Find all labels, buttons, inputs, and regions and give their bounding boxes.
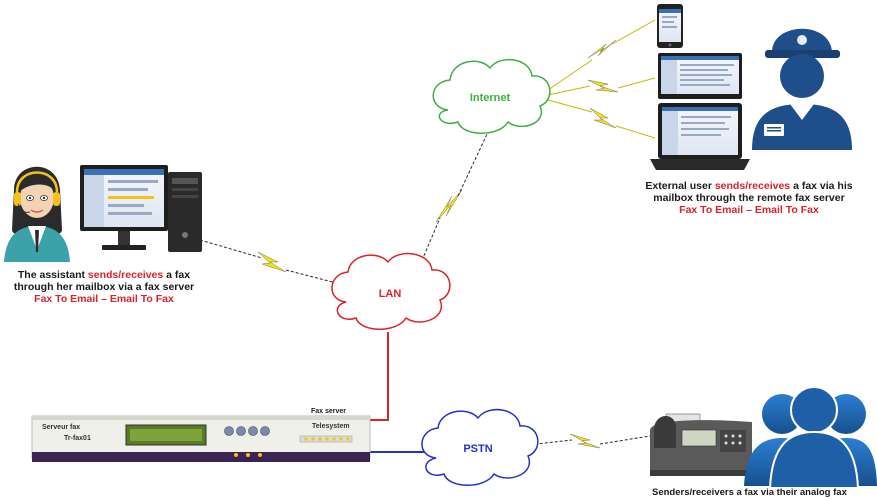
- internet-label: Internet: [470, 92, 511, 104]
- laptop: [650, 103, 750, 170]
- link-lan-faxserver: [368, 332, 389, 421]
- external-user-avatar: [752, 28, 852, 150]
- pstn-label: PSTN: [463, 443, 492, 455]
- assistant-caption: The assistant sends/receives a fax throu…: [0, 269, 208, 305]
- assistant-caption-line2: through her mailbox via a fax server: [13, 281, 195, 293]
- headset-icon: [14, 192, 21, 206]
- external-user-caption: External user sends/receives a fax via h…: [628, 180, 870, 216]
- assistant-avatar: [4, 166, 70, 262]
- external-caption-line3: Fax To Email – Email To Fax: [679, 204, 819, 216]
- status-led-icon: [234, 453, 238, 457]
- status-led-icon: [258, 453, 262, 457]
- device-brand: Telesystem: [312, 423, 350, 430]
- internet-cloud: Internet: [432, 58, 551, 134]
- remote-desktop-monitor: [658, 53, 742, 99]
- external-caption-highlight: sends/receives: [714, 180, 791, 192]
- port-strip: [299, 435, 353, 443]
- assistant-tower: [168, 172, 202, 252]
- pstn-cloud: PSTN: [421, 408, 539, 486]
- assistant-caption-post: a fax: [163, 269, 191, 281]
- device-label-1: Serveur fax: [42, 424, 80, 431]
- fax-server-device: Fax server Serveur fax Tr-fax01 Telesyst…: [31, 408, 371, 462]
- senders-caption-text: Senders/receivers a fax via their analog…: [652, 487, 847, 498]
- control-button-icon[interactable]: [248, 426, 258, 436]
- assistant-caption-line3: Fax To Email – Email To Fax: [34, 293, 174, 305]
- control-button-icon[interactable]: [236, 426, 246, 436]
- senders-group-icon: [744, 386, 877, 489]
- external-caption-pre: External user: [645, 180, 715, 192]
- control-button-icon[interactable]: [260, 426, 270, 436]
- connections: [199, 19, 656, 453]
- fax-machine-icon: [650, 413, 754, 476]
- external-caption-post: a fax via his: [790, 180, 853, 192]
- lightning-link-lan-internet: [419, 131, 489, 266]
- assistant-caption-highlight: sends/receives: [87, 269, 164, 281]
- lightning-link-assistant-lan: [199, 239, 341, 285]
- lightning-link-internet-phone: [547, 19, 656, 91]
- lan-cloud: LAN: [331, 252, 451, 330]
- lightning-link-internet-desktop: [547, 77, 656, 96]
- cap-badge-icon: [797, 35, 807, 45]
- senders-caption: Senders/receivers a fax via their analog…: [652, 487, 877, 499]
- lan-label: LAN: [379, 288, 402, 300]
- fax-server-title: Fax server: [311, 408, 346, 415]
- assistant-computer: [80, 165, 202, 252]
- status-led-icon: [246, 453, 250, 457]
- lightning-link-internet-laptop: [547, 99, 656, 139]
- smartphone: [657, 4, 683, 48]
- device-label-2: Tr-fax01: [64, 435, 91, 442]
- external-caption-line2: mailbox through the remote fax server: [653, 192, 845, 204]
- assistant-caption-pre: The assistant: [17, 269, 88, 281]
- control-button-icon[interactable]: [224, 426, 234, 436]
